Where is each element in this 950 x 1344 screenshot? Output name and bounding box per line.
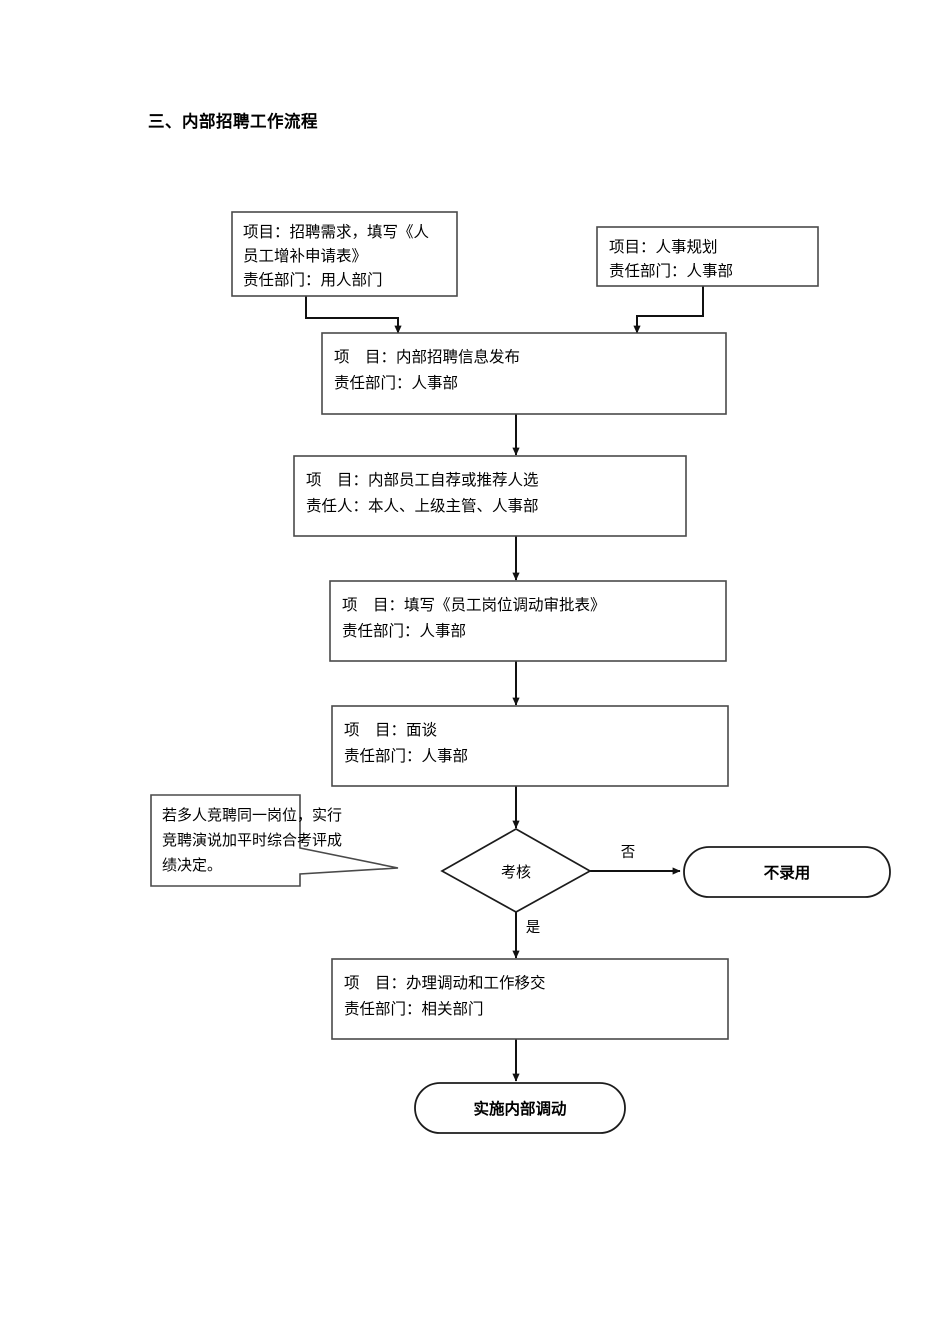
- node-line: 项 目：填写《员工岗位调动审批表》: [342, 596, 606, 614]
- decision-label: 考核: [501, 864, 531, 881]
- terminator-node-implement-transfer[interactable]: 实施内部调动: [414, 1082, 626, 1134]
- node-line: 责任部门：人事部: [334, 374, 458, 392]
- edge-label-no: 否: [621, 845, 636, 861]
- process-node-recruitment-need[interactable]: 项目：招聘需求，填写《人 员工增补申请表》 责任部门：用人部门: [231, 211, 458, 297]
- terminator-label: 不录用: [764, 864, 811, 882]
- note-line: 竞聘演说加平时综合考评成: [162, 831, 342, 849]
- node-line: 项 目：办理调动和工作移交: [344, 974, 546, 992]
- process-node-interview[interactable]: 项 目：面谈 责任部门：人事部: [331, 705, 729, 787]
- process-node-fill-transfer-approval-form[interactable]: 项 目：填写《员工岗位调动审批表》 责任部门：人事部: [329, 580, 727, 662]
- node-line: 项目：招聘需求，填写《人: [243, 223, 429, 241]
- terminator-label: 实施内部调动: [473, 1099, 566, 1118]
- process-node-transfer-and-handover[interactable]: 项 目：办理调动和工作移交 责任部门：相关部门: [331, 958, 729, 1040]
- edge-label-yes: 是: [526, 920, 541, 936]
- page-title: 三、内部招聘工作流程: [148, 113, 318, 131]
- terminator-node-reject[interactable]: 不录用: [683, 846, 891, 898]
- connector-n2-to-n3: [633, 286, 704, 334]
- node-line: 责任部门：用人部门: [243, 271, 383, 289]
- node-line: 项 目：内部招聘信息发布: [334, 348, 520, 366]
- node-line: 项 目：内部员工自荐或推荐人选: [306, 471, 539, 489]
- note-line: 若多人竞聘同一岗位，实行: [162, 806, 342, 824]
- node-line: 员工增补申请表》: [243, 247, 367, 265]
- node-line: 责任部门：相关部门: [344, 1000, 484, 1018]
- process-node-hr-planning[interactable]: 项目：人事规划 责任部门：人事部: [596, 226, 819, 287]
- process-node-self-or-referral-nomination[interactable]: 项 目：内部员工自荐或推荐人选 责任人：本人、上级主管、人事部: [293, 455, 687, 537]
- note-callout-multiple-applicants[interactable]: 若多人竞聘同一岗位，实行 竞聘演说加平时综合考评成 绩决定。: [150, 794, 399, 887]
- node-line: 责任人：本人、上级主管、人事部: [306, 497, 539, 515]
- node-line: 项 目：面谈: [344, 721, 438, 739]
- node-line: 责任部门：人事部: [344, 747, 468, 765]
- decision-node-assessment[interactable]: 考核: [440, 828, 592, 913]
- node-line: 责任部门：人事部: [342, 622, 466, 640]
- process-node-publish-internal-posting[interactable]: 项 目：内部招聘信息发布 责任部门：人事部: [321, 332, 727, 415]
- node-line: 项目：人事规划: [609, 238, 718, 256]
- node-line: 责任部门：人事部: [609, 262, 733, 280]
- connector-n1-to-n3: [305, 296, 402, 334]
- note-line: 绩决定。: [162, 857, 222, 874]
